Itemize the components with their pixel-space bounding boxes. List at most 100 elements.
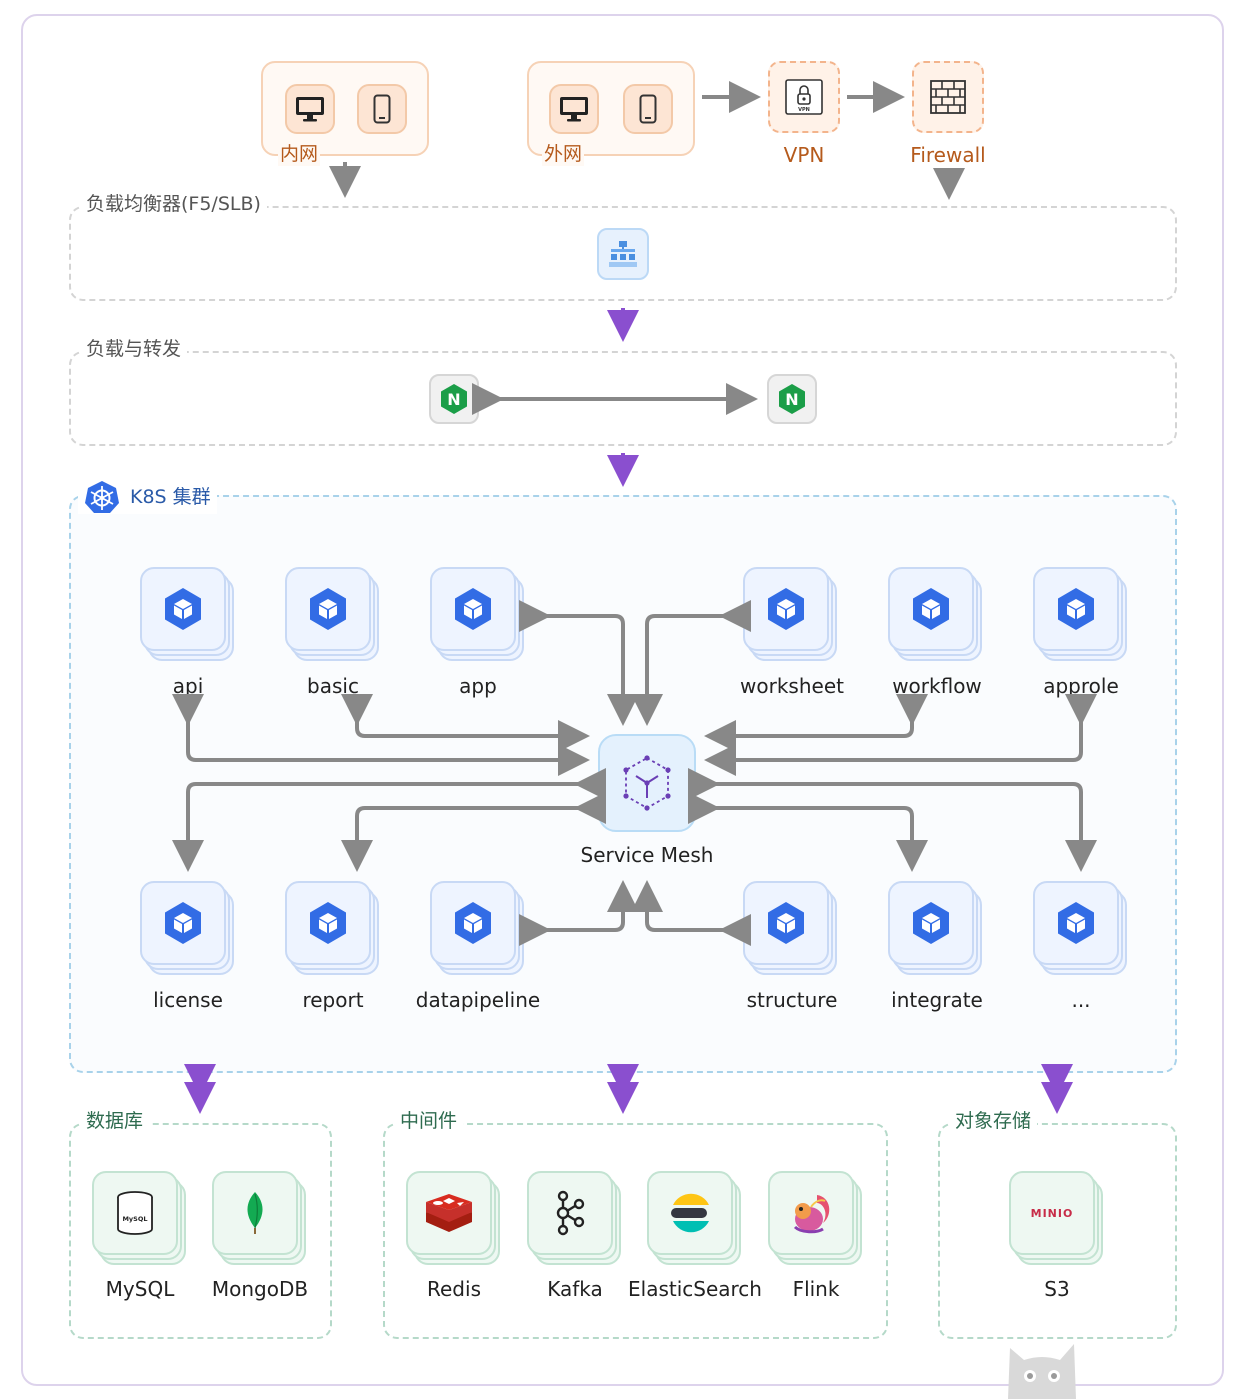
mongodb-leaf-icon (247, 1192, 263, 1234)
arrow-license-mesh (172, 768, 606, 872)
db-label-mongodb: MongoDB (211, 1277, 309, 1301)
service-mesh-icon (623, 755, 671, 811)
pod-cube-icon (1058, 902, 1094, 944)
mw-elasticsearch (647, 1171, 745, 1269)
pod-cube-icon (310, 902, 346, 944)
pod-cube-icon (1058, 588, 1094, 630)
service-approle (1033, 567, 1131, 665)
pod-cube-icon (165, 588, 201, 630)
minio-logo-icon: MINIO (1031, 1207, 1074, 1220)
intranet-label: 内网 (278, 142, 321, 166)
object-storage-group-label: 对象存储 (949, 1109, 1038, 1133)
database-group-label: 数据库 (80, 1109, 150, 1133)
flink-squirrel-icon (793, 1195, 830, 1234)
arrow-approle-mesh (704, 694, 1097, 776)
internet-label: 外网 (542, 142, 585, 166)
pod-cube-icon (768, 588, 804, 630)
desktop-icon (560, 97, 588, 122)
svg-text:VPN: VPN (798, 107, 810, 113)
pod-cube-icon (913, 588, 949, 630)
vpn-lock-icon: VPN (785, 79, 823, 115)
mw-label-flink: Flink (792, 1277, 840, 1301)
mobile-phone-icon (373, 94, 391, 124)
k8s-cluster-group-label: K8S 集群 (78, 480, 217, 514)
database-group (69, 1123, 332, 1339)
service-structure (743, 881, 841, 979)
arrow-report-mesh (341, 792, 606, 872)
service-integrate (888, 881, 986, 979)
intranet-desktop-tile (285, 84, 335, 134)
forwarding-group (69, 351, 1177, 446)
pod-cube-icon (165, 902, 201, 944)
svg-text:N: N (447, 390, 460, 409)
service-datapipeline (430, 881, 528, 979)
mw-label-elasticsearch: ElasticSearch (628, 1277, 762, 1301)
service-label-structure: structure (746, 988, 838, 1012)
intranet-mobile-tile (357, 84, 407, 134)
pod-cube-icon (768, 902, 804, 944)
redis-icon (426, 1194, 472, 1232)
mw-label-redis: Redis (427, 1277, 481, 1301)
internet-mobile-tile (623, 84, 673, 134)
nginx-icon: N (441, 384, 467, 414)
svg-text:MySQL: MySQL (122, 1215, 147, 1223)
mysql-icon: MySQL (117, 1191, 153, 1235)
pod-cube-icon (455, 902, 491, 944)
arrow-basic-mesh (341, 694, 590, 752)
cat-mascot-icon (1008, 1344, 1076, 1399)
pod-cube-icon (455, 588, 491, 630)
arrow-worksheet-mesh (631, 600, 751, 726)
load-balancer-group (69, 206, 1177, 301)
forwarding-group-label: 负载与转发 (80, 337, 188, 361)
db-mongodb (212, 1171, 310, 1269)
nginx-node-right: N (767, 374, 817, 424)
arrow-api-mesh (172, 694, 590, 776)
mw-redis (406, 1171, 504, 1269)
svg-text:MINIO: MINIO (1031, 1207, 1074, 1220)
k8s-cluster-title: K8S 集群 (130, 486, 211, 508)
service-app (430, 567, 528, 665)
arrow-more-mesh (688, 768, 1097, 872)
kubernetes-icon (85, 481, 119, 513)
firewall-icon (930, 80, 966, 114)
elasticsearch-icon (671, 1193, 709, 1233)
pod-cube-icon (310, 588, 346, 630)
object-storage-group (938, 1123, 1177, 1339)
svg-text:N: N (785, 390, 798, 409)
load-balancer-group-label: 负载均衡器(F5/SLB) (80, 192, 267, 216)
diagram-frame (21, 14, 1224, 1386)
load-balancer-node (597, 228, 649, 280)
vpn-tile: VPN (768, 61, 840, 133)
mw-kafka (527, 1171, 625, 1269)
internet-desktop-tile (549, 84, 599, 134)
storage-s3: MINIO (1009, 1171, 1107, 1269)
nginx-icon: N (779, 384, 805, 414)
load-balancer-icon (609, 241, 637, 267)
vpn-label: VPN (783, 143, 825, 167)
firewall-label: Firewall (910, 143, 986, 167)
db-label-mysql: MySQL (105, 1277, 175, 1301)
service-label-datapipeline: datapipeline (415, 988, 541, 1012)
desktop-icon (296, 97, 324, 122)
mw-flink (768, 1171, 866, 1269)
service-label-integrate: integrate (891, 988, 983, 1012)
arrow-integrate-mesh (688, 792, 928, 872)
middleware-group-label: 中间件 (394, 1109, 464, 1133)
service-basic (285, 567, 383, 665)
arrow-app-mesh (519, 600, 639, 726)
pod-cube-icon (913, 902, 949, 944)
arrow-datapipeline-mesh (519, 880, 639, 946)
storage-label-s3: S3 (1044, 1277, 1070, 1301)
service-report (285, 881, 383, 979)
service-more (1033, 881, 1131, 979)
firewall-tile (912, 61, 984, 133)
service-label-report: report (302, 988, 364, 1012)
mw-label-kafka: Kafka (547, 1277, 603, 1301)
kafka-icon (556, 1190, 585, 1236)
service-label-more: ... (1071, 988, 1091, 1012)
service-api (140, 567, 238, 665)
arrow-workflow-mesh (704, 694, 928, 752)
arrow-structure-mesh (631, 880, 751, 946)
db-mysql: MySQL (92, 1171, 190, 1269)
mobile-phone-icon (639, 94, 657, 124)
